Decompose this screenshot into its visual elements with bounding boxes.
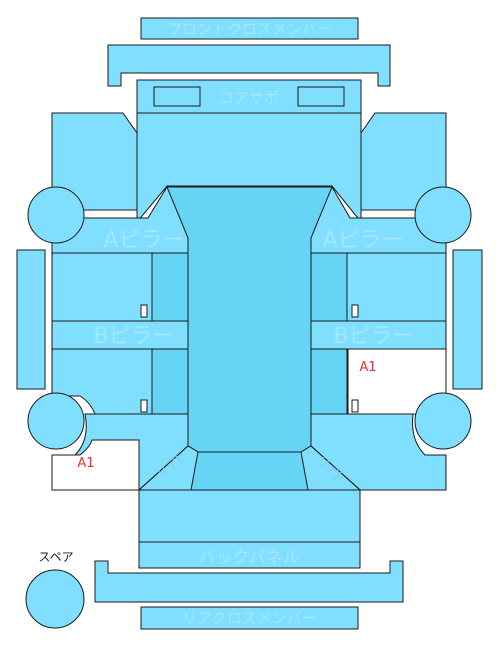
spare-label: スペア <box>38 550 73 564</box>
rear-cross-member-label: リアクロスメンバー <box>182 609 316 627</box>
front-left-tire[interactable] <box>27 186 85 244</box>
left-damage-marker[interactable]: A1 <box>51 439 140 491</box>
rear-cross-member[interactable]: リアクロスメンバー <box>140 606 359 630</box>
right-front-door[interactable] <box>310 252 447 322</box>
headlight-left <box>153 86 201 107</box>
rear-bumper-reinforcement[interactable] <box>94 560 404 603</box>
right-marker-handle <box>351 399 359 413</box>
back-panel-label: バックパネル <box>198 548 299 568</box>
right-front-door-handle <box>351 304 359 318</box>
left-front-door[interactable] <box>51 252 189 322</box>
right-a-pillar[interactable]: Aピラー <box>298 186 447 254</box>
roof-panel[interactable] <box>166 186 333 453</box>
left-a-pillar[interactable]: Aピラー <box>51 186 200 254</box>
left-rear-door[interactable] <box>51 348 189 415</box>
spare-tire[interactable]: スペア <box>25 550 85 629</box>
left-b-pillar[interactable]: Bピラー <box>51 320 189 350</box>
right-front-fender[interactable] <box>360 112 447 211</box>
left-side-sill[interactable] <box>16 249 46 390</box>
front-cross-member-label: フロントクロスメンバー <box>167 20 332 38</box>
core-support[interactable]: コアサポ <box>136 79 362 114</box>
left-rear-door-handle <box>140 399 148 413</box>
headlight-right <box>297 86 345 107</box>
front-cross-member[interactable]: フロントクロスメンバー <box>140 17 359 40</box>
right-quarter-panel[interactable] <box>310 413 447 491</box>
right-b-pillar-label: Bピラー <box>333 324 414 349</box>
rear-left-tire[interactable] <box>27 392 85 450</box>
left-front-door-handle <box>140 304 148 318</box>
back-panel[interactable]: バックパネル <box>138 489 361 569</box>
right-a-pillar-label: Aピラー <box>322 228 403 253</box>
right-b-pillar[interactable]: Bピラー <box>310 320 447 350</box>
front-bumper-reinforcement[interactable] <box>107 44 391 87</box>
left-marker-label: A1 <box>77 456 94 471</box>
left-a-pillar-label: Aピラー <box>103 228 184 253</box>
front-right-tire[interactable] <box>414 186 472 244</box>
right-side-sill[interactable] <box>452 249 483 390</box>
left-b-pillar-label: Bピラー <box>93 324 174 349</box>
right-marker-label: A1 <box>359 360 376 375</box>
rear-right-tire[interactable] <box>414 392 472 450</box>
core-support-label: コアサポ <box>219 89 279 107</box>
